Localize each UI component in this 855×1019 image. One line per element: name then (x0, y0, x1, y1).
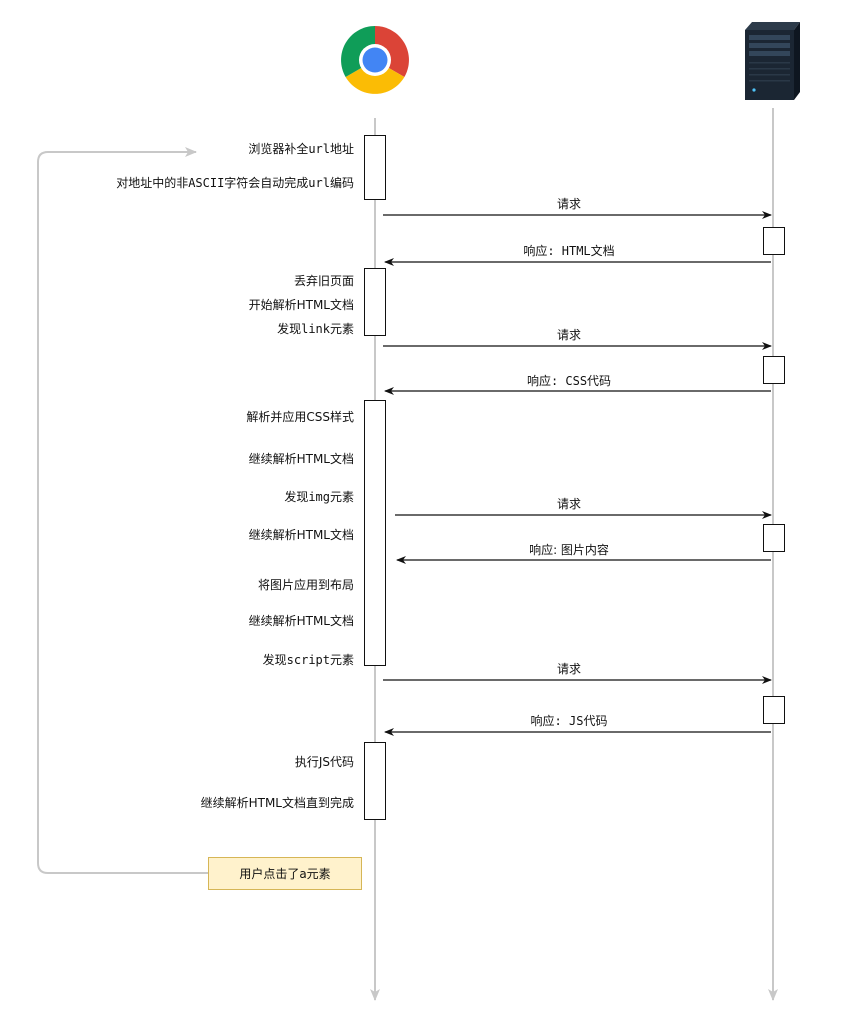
note-complete-url: 浏览器补全url地址 (248, 142, 354, 156)
note-continue-parse-2: 继续解析HTML文档 (248, 528, 354, 542)
browser-activation-4 (364, 742, 386, 820)
note-start-parse: 开始解析HTML文档 (248, 298, 354, 312)
label-request-js: 请求 (556, 662, 581, 676)
server-activation-1 (763, 227, 785, 255)
note-run-js: 执行JS代码 (294, 755, 354, 769)
browser-activation-2 (364, 268, 386, 336)
label-response-html: 响应: HTML文档 (523, 244, 615, 258)
loop-back-line (37, 147, 208, 874)
note-apply-img: 将图片应用到布局 (257, 578, 354, 592)
note-find-link: 发现link元素 (277, 322, 354, 336)
server-activation-3 (763, 524, 785, 552)
note-finish-parse: 继续解析HTML文档直到完成 (200, 796, 354, 810)
user-click-note: 用户点击了a元素 (208, 857, 362, 890)
browser-activation-1 (364, 135, 386, 200)
server-tower-icon (745, 22, 800, 100)
label-response-img: 响应: 图片内容 (529, 543, 609, 557)
note-continue-parse-1: 继续解析HTML文档 (248, 452, 354, 466)
label-request-html: 请求 (556, 197, 581, 211)
note-apply-css: 解析并应用CSS样式 (246, 410, 354, 424)
label-request-css: 请求 (556, 328, 581, 342)
user-click-note-text: 用户点击了a元素 (239, 867, 331, 881)
note-discard-page: 丢弃旧页面 (293, 274, 354, 288)
note-encode-url: 对地址中的非ASCII字符会自动完成url编码 (116, 176, 354, 190)
note-find-img: 发现img元素 (284, 490, 354, 504)
label-response-css: 响应: CSS代码 (526, 374, 612, 388)
browser-activation-3 (364, 400, 386, 666)
chrome-icon (341, 26, 409, 94)
server-activation-4 (763, 696, 785, 724)
label-request-img: 请求 (556, 497, 581, 511)
label-response-js: 响应: JS代码 (530, 714, 608, 728)
server-activation-2 (763, 356, 785, 384)
note-continue-parse-3: 继续解析HTML文档 (248, 614, 354, 628)
note-find-script: 发现script元素 (262, 653, 354, 667)
